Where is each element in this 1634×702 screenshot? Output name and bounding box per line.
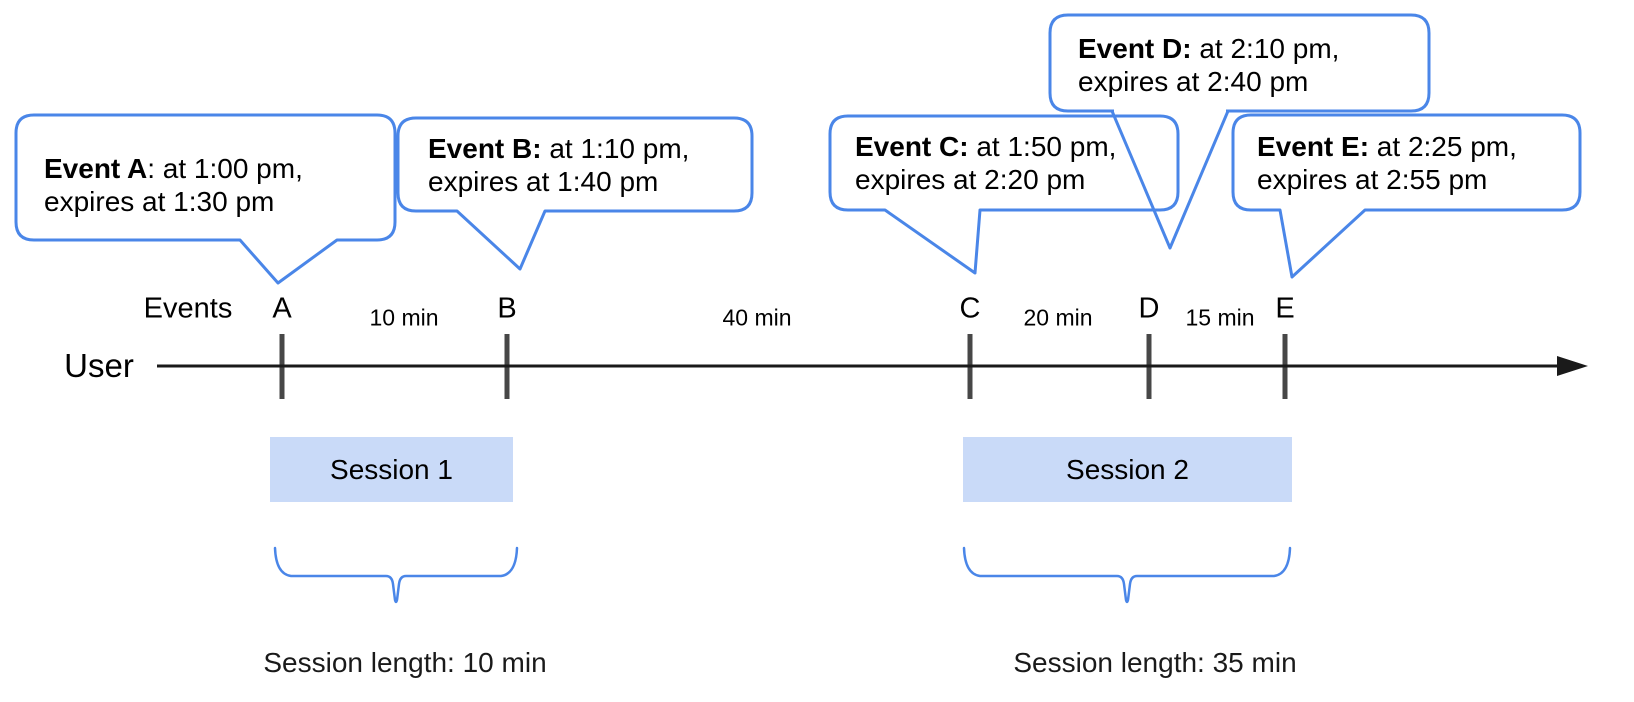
- interval-label-b-c: 40 min: [722, 304, 792, 331]
- callout-d-bubble: [1048, 13, 1431, 113]
- callout-c-bubble: [828, 114, 1180, 275]
- callout-a-time: : at 1:00 pm,: [147, 152, 303, 184]
- callout-c-title: Event C:: [855, 131, 969, 162]
- session-1-brace: [273, 546, 519, 604]
- session-1-box: Session 1: [270, 437, 513, 502]
- callout-c-line-2: expires at 2:20 pm: [855, 164, 1086, 195]
- callout-d-line-1: Event D: at 2:10 pm,: [1078, 32, 1339, 65]
- callout-a-title: Event A: [44, 152, 148, 184]
- events-axis-label: Events: [143, 292, 233, 325]
- callout-e-line-1: Event E: at 2:25 pm,: [1257, 130, 1517, 163]
- interval-label-a-b: 10 min: [369, 304, 439, 331]
- callout-b-line-2: expires at 1:40 pm: [428, 165, 659, 197]
- callout-d-line-2: expires at 2:40 pm: [1078, 66, 1309, 97]
- interval-label-d-e: 15 min: [1185, 304, 1255, 331]
- session-2-box: Session 2: [963, 437, 1292, 502]
- session-1-label: Session 1: [330, 453, 453, 485]
- callout-c-time: at 1:50 pm,: [968, 131, 1117, 162]
- callout-d-tail: [1110, 110, 1230, 250]
- callout-e-text: Event E: at 2:25 pm, expires at 2:55 pm: [1257, 115, 1517, 210]
- callout-a-bubble: [14, 113, 397, 285]
- tick-label-d: D: [1138, 292, 1160, 325]
- callout-e-bubble: [1231, 113, 1582, 279]
- callout-c-line-1: Event C: at 1:50 pm,: [855, 130, 1116, 163]
- timeline-arrowhead: [1557, 356, 1588, 376]
- tick-label-b: B: [497, 292, 517, 325]
- callout-d-text: Event D: at 2:10 pm, expires at 2:40 pm: [1078, 17, 1339, 113]
- interval-label-c-d: 20 min: [1023, 304, 1093, 331]
- session-2-label: Session 2: [1066, 453, 1189, 485]
- callout-a-text: Event A: at 1:00 pm, expires at 1:30 pm: [44, 122, 303, 247]
- callout-b-title: Event B:: [428, 132, 542, 164]
- callout-e-line-2: expires at 2:55 pm: [1257, 163, 1488, 195]
- callout-c-text: Event C: at 1:50 pm, expires at 2:20 pm: [855, 116, 1116, 210]
- callout-e-time: at 2:25 pm,: [1369, 130, 1517, 162]
- tick-label-e: E: [1275, 292, 1295, 325]
- session-1-length-label: Session length: 10 min: [263, 647, 547, 678]
- user-lane-label: User: [64, 347, 134, 384]
- session-2-length-label: Session length: 35 min: [1013, 647, 1297, 678]
- callout-d-time: at 2:10 pm,: [1191, 33, 1340, 64]
- tick-label-a: A: [272, 292, 292, 325]
- session-2-brace: [962, 546, 1292, 604]
- callout-b-time: at 1:10 pm,: [541, 132, 690, 164]
- callout-b-text: Event B: at 1:10 pm, expires at 1:40 pm: [428, 118, 689, 211]
- tick-label-c: C: [959, 292, 981, 325]
- callout-a-line-1: Event A: at 1:00 pm,: [44, 152, 303, 185]
- callout-b-line-1: Event B: at 1:10 pm,: [428, 132, 689, 165]
- callout-a-line-2: expires at 1:30 pm: [44, 185, 275, 217]
- callout-e-title: Event E:: [1257, 130, 1370, 162]
- callout-b-bubble: [396, 116, 754, 271]
- callout-d-title: Event D:: [1078, 33, 1192, 64]
